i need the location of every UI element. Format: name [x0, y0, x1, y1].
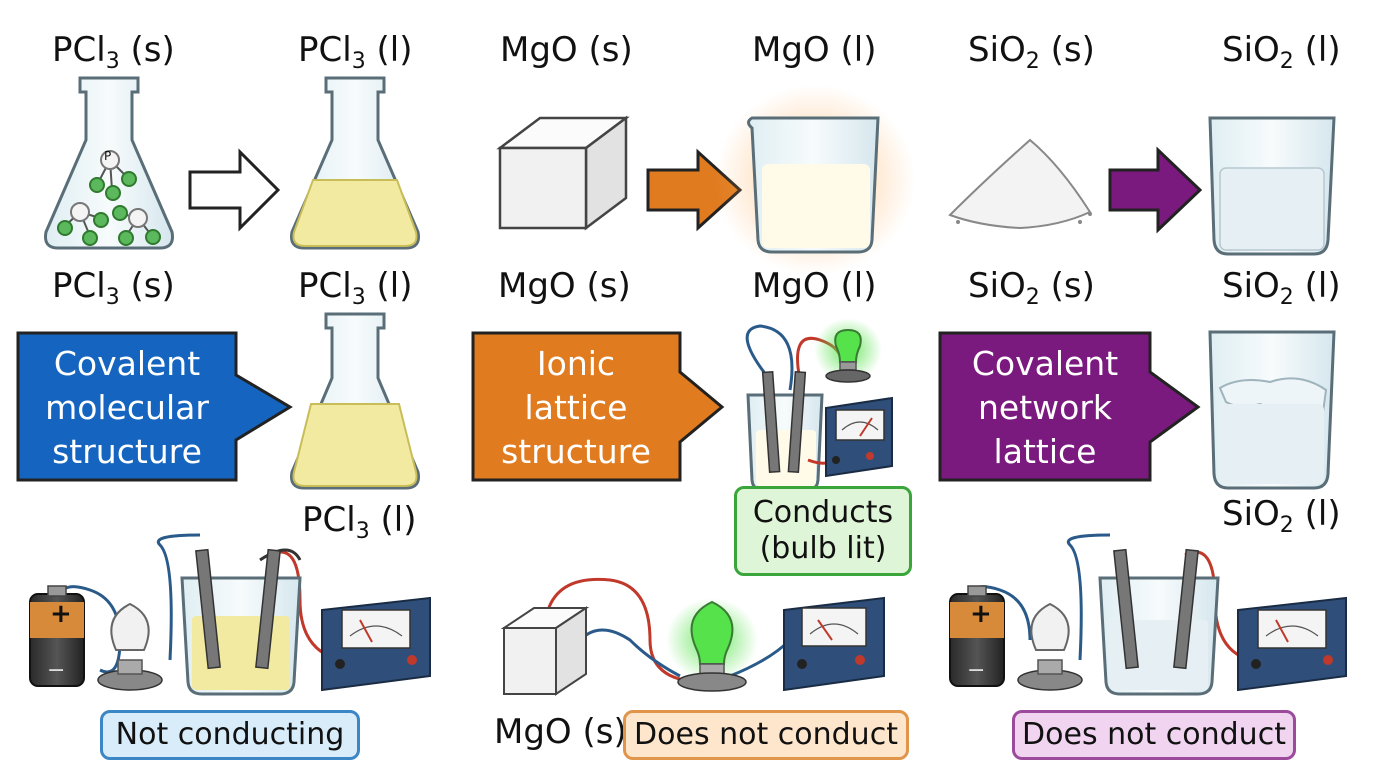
label-pcl3-liquid: PCl3 (l) [298, 30, 413, 74]
beaker-molten-mgo [715, 85, 915, 275]
label-mgo-solid: MgO (s) [494, 712, 627, 752]
structure-line: lattice [524, 388, 628, 427]
label-pcl3-liquid: PCl3 (l) [302, 500, 417, 544]
label-mgo-liquid: MgO (l) [752, 266, 877, 306]
sio2-powder [948, 138, 1092, 230]
structure-line: structure [501, 432, 651, 471]
structure-line: Covalent [53, 344, 201, 383]
arrow-icon [938, 331, 1201, 482]
conducts-line: (bulb lit) [759, 531, 887, 566]
battery-plus-sign: + [50, 599, 72, 629]
structure-line: Ionic [536, 344, 616, 383]
conducts-tag: Conducts (bulb lit) [734, 486, 912, 576]
label-sio2-liquid: SiO2 (l) [1222, 266, 1341, 310]
battery-minus-sign: − [967, 658, 986, 683]
label-mgo-solid: MgO (s) [498, 266, 631, 306]
structure-line: structure [52, 432, 202, 471]
arrow-icon [1108, 146, 1203, 234]
label-sio2-solid: SiO2 (s) [968, 30, 1095, 74]
label-sio2-liquid: SiO2 (l) [1222, 30, 1341, 74]
beaker-sio2-liquid [1208, 330, 1336, 490]
molecule-icon [89, 150, 137, 201]
label-sio2-liquid: SiO2 (l) [1222, 494, 1341, 538]
result-tag-pcl3: Not conducting [100, 710, 360, 760]
flask-liquid-pcl3 [290, 312, 420, 490]
label-mgo-solid: MgO (s) [500, 30, 633, 70]
structure-line: molecular [45, 388, 209, 427]
conducts-line: Conducts [752, 495, 894, 530]
battery-plus-sign: + [970, 599, 992, 629]
label-sio2-solid: SiO2 (s) [968, 266, 1095, 310]
structure-line: Covalent [971, 344, 1119, 383]
beaker-sio2-liquid [1208, 116, 1336, 256]
battery-minus-sign: − [47, 658, 66, 683]
phosphorus-atom-label: P [104, 149, 112, 163]
conductivity-setup-sio2 [949, 533, 1347, 696]
flask-liquid-pcl3 [290, 76, 420, 250]
result-tag-mgo: Does not conduct [623, 710, 909, 760]
arrow-icon [471, 331, 725, 482]
flask-solid-pcl3 [44, 76, 174, 250]
mgo-cube [496, 115, 630, 231]
arrow-icon [188, 148, 281, 232]
structure-covalent-network: Covalent network lattice [942, 338, 1148, 478]
label-pcl3-solid: PCl3 (s) [52, 266, 175, 310]
label-pcl3-solid: PCl3 (s) [52, 30, 175, 74]
label-pcl3-liquid: PCl3 (l) [298, 266, 413, 310]
conductivity-setup-molten-mgo [745, 318, 893, 492]
molecule-icon [57, 202, 109, 246]
structure-line: lattice [993, 432, 1097, 471]
molecule-icon [112, 205, 161, 246]
structure-line: network [977, 388, 1112, 427]
result-tag-sio2: Does not conduct [1012, 710, 1296, 760]
structure-ionic-lattice: Ionic lattice structure [474, 338, 678, 478]
label-mgo-liquid: MgO (l) [752, 30, 877, 70]
conductivity-setup-solid-mgo [500, 577, 885, 696]
conductivity-setup-pcl3 [29, 533, 431, 696]
arrow-icon [16, 331, 293, 482]
structure-covalent-molecular: Covalent molecular structure [20, 338, 234, 478]
